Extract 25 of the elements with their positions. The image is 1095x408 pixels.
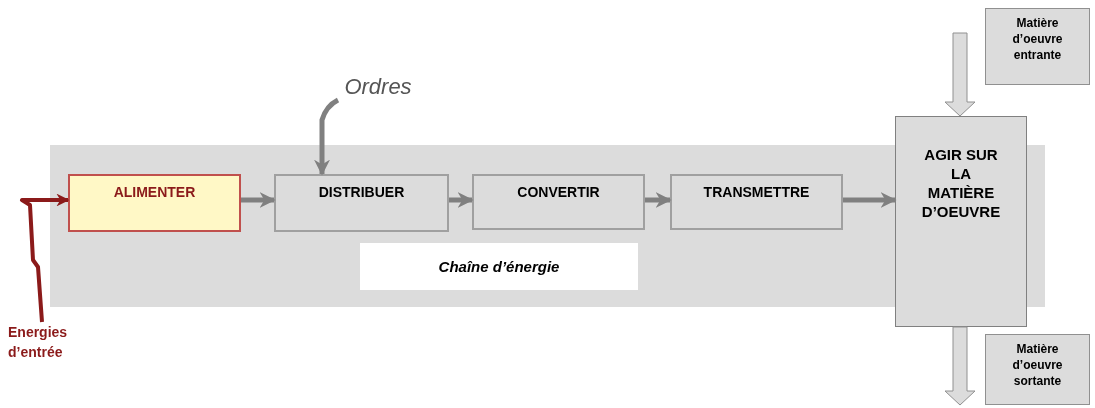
arrow <box>843 192 897 208</box>
arrow <box>314 97 340 176</box>
material-label: Matière d’oeuvre sortante <box>1011 341 1064 389</box>
function-label: ALIMENTER <box>112 184 197 201</box>
chain-title: Chaîne d’énergie <box>360 243 638 290</box>
function-box <box>68 174 241 232</box>
function-label: AGIR SUR LA MATIÈRE D’OEUVRE <box>920 145 1002 221</box>
block-arrow <box>944 32 976 117</box>
function-box <box>472 174 645 230</box>
function-box <box>670 174 843 230</box>
arrow <box>20 193 70 323</box>
function-label: TRANSMETTRE <box>702 184 811 201</box>
block-arrow <box>944 326 976 406</box>
energy-label: Energies d’entrée <box>8 323 69 362</box>
material-box <box>985 334 1090 405</box>
arrow <box>241 192 276 208</box>
arrow <box>449 192 474 208</box>
function-box <box>274 174 449 232</box>
arrow <box>645 192 672 208</box>
material-label: Matière d’oeuvre entrante <box>1011 15 1064 63</box>
function-box <box>895 116 1027 327</box>
function-label: CONVERTIR <box>516 184 601 201</box>
command-label: Ordres <box>343 73 413 101</box>
material-box <box>985 8 1090 85</box>
function-label: DISTRIBUER <box>317 184 406 201</box>
